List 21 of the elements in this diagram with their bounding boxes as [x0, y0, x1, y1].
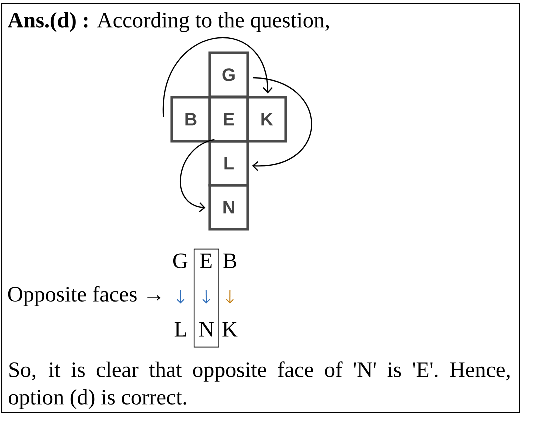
row-label: Opposite faces → — [8, 286, 161, 306]
face-letter: K — [222, 322, 238, 337]
curved-arrow — [163, 38, 273, 118]
face-letter: E — [200, 254, 212, 268]
down-arrow — [176, 290, 185, 304]
face-square: N — [208, 184, 250, 231]
face-letter: B — [224, 254, 237, 268]
face-letter: L — [174, 322, 186, 337]
face-square: B — [170, 96, 212, 143]
face-letter: G — [173, 254, 188, 268]
curved-arrow — [252, 77, 312, 172]
highlight-frame — [194, 248, 220, 348]
face-letter: N — [199, 322, 214, 337]
down-arrow — [226, 290, 234, 304]
face-square: E — [208, 96, 250, 143]
conclusion-text: So, it is clear that opposite face of 'N' is 'E'. Hence, option (d) is correct. — [9, 362, 510, 410]
face-square: L — [208, 140, 250, 187]
down-arrow — [202, 290, 210, 304]
face-square: K — [246, 96, 288, 143]
face-square: G — [208, 52, 250, 98]
answer-heading: Ans.(d) : According to the question, — [8, 12, 330, 32]
